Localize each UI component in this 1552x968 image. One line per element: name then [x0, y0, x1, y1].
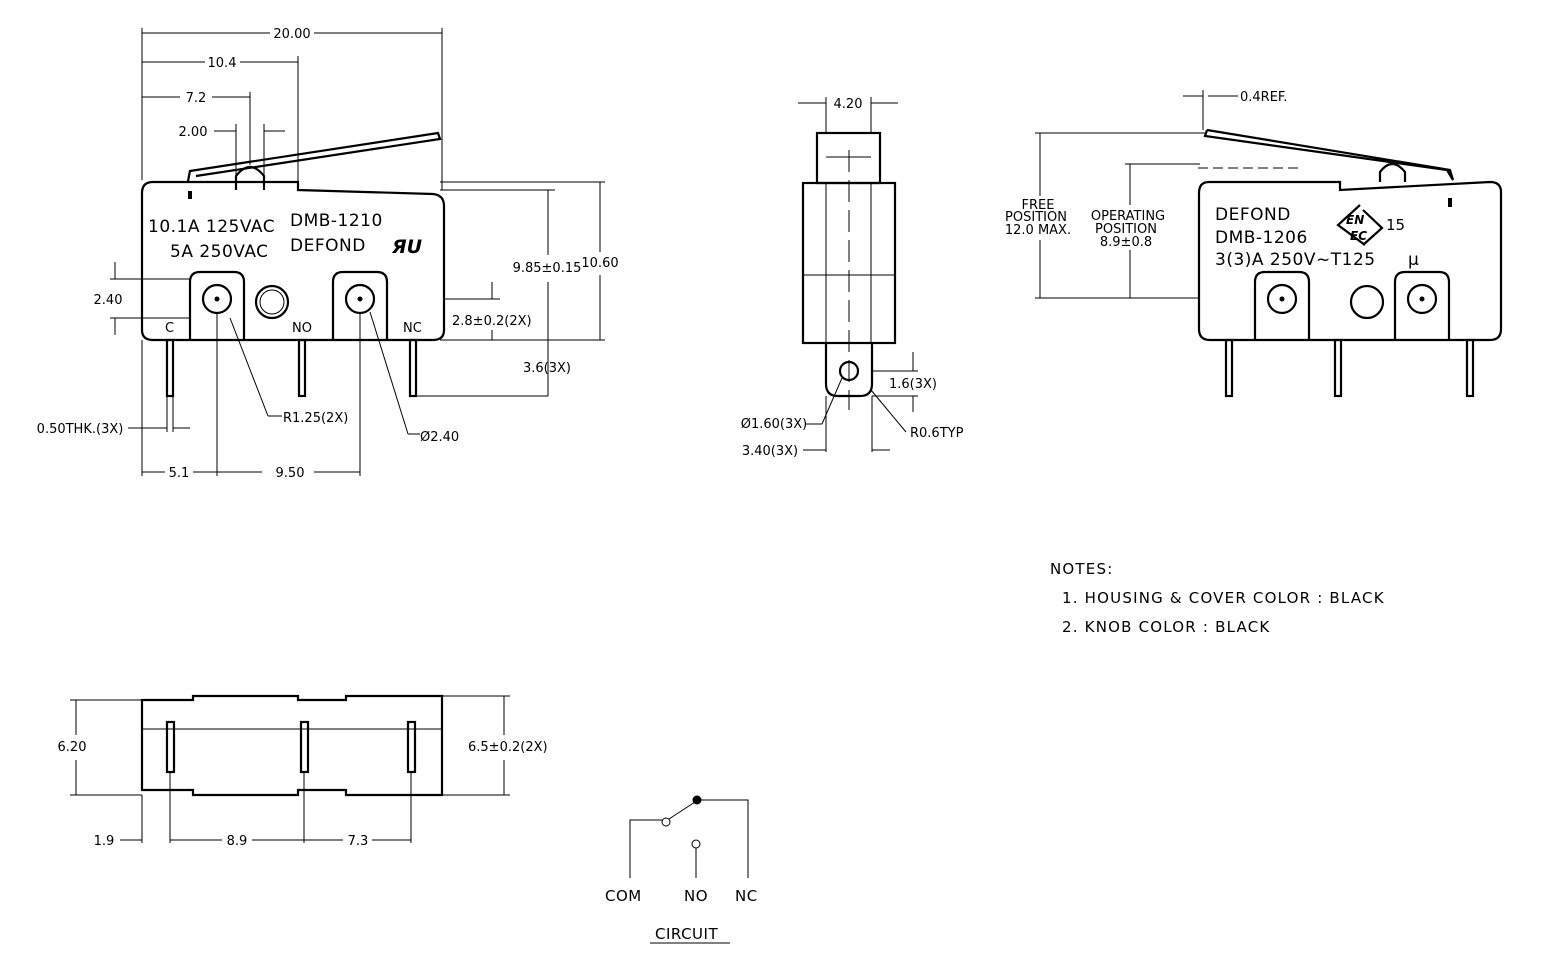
- circuit-com-label: COM: [605, 887, 642, 905]
- enec-logo: EN EC 15: [1336, 204, 1405, 246]
- front-view: 10.1A 125VAC 5A 250VAC DMB-1210 DEFOND Я…: [140, 131, 446, 398]
- front-lever: [186, 131, 442, 182]
- dim-lever-pivot: 10.4: [208, 56, 237, 71]
- side-view: [801, 131, 897, 410]
- dim-tab-width: 3.40(3X): [742, 444, 798, 459]
- dim-terminal-thickness: 0.50THK.(3X): [37, 422, 124, 437]
- dim-op-label-2: POSITION: [1095, 222, 1157, 237]
- back-lever: [1203, 128, 1455, 181]
- bottom-dimensions: 6.20 6.5±0.2(2X) 1.9 8.9 7.3: [58, 695, 548, 849]
- dim-side-width: 4.20: [834, 97, 863, 112]
- front-dimensions: 20.00 10.4 7.2 2.00 9.85±0.15 10.60 3.6(…: [37, 27, 619, 481]
- circuit-title: CIRCUIT: [655, 925, 718, 943]
- dim-actuator-width: 2.00: [179, 125, 208, 140]
- dim-free-label-3: 12.0 MAX.: [1005, 223, 1071, 238]
- rating-line-1: 10.1A 125VAC: [148, 217, 275, 237]
- terminal-no-label: NO: [292, 321, 312, 336]
- dim-op-label-3: 8.9±0.8: [1100, 235, 1152, 250]
- enec-logo-text-1: EN: [1346, 213, 1364, 227]
- note-item-1: 1. HOUSING & COVER COLOR : BLACK: [1062, 589, 1385, 607]
- dim-actuator-pos: 7.2: [186, 91, 207, 106]
- front-housing: [140, 180, 446, 342]
- dim-pitch-1: 8.9: [227, 834, 248, 849]
- dim-free-label-1: FREE: [1022, 198, 1055, 213]
- dim-offset-c: 5.1: [169, 466, 190, 481]
- dim-depth: 6.20: [58, 740, 87, 755]
- dim-op-label-1: OPERATING: [1091, 209, 1165, 224]
- terminal-c-label: C: [165, 321, 174, 336]
- circuit-no-label: NO: [684, 887, 708, 905]
- back-model-label: DMB-1206: [1215, 228, 1308, 248]
- dim-height: 10.60: [581, 256, 618, 271]
- circuit-diagram: COM NO NC CIRCUIT: [605, 795, 758, 944]
- back-brand-label: DEFOND: [1215, 205, 1291, 225]
- dim-hole-height: 2.40: [94, 293, 123, 308]
- model-label: DMB-1210: [290, 211, 383, 231]
- dim-hole-spacing: 9.50: [276, 466, 305, 481]
- dim-edge-offset: 1.9: [94, 834, 115, 849]
- enec-logo-text-2: EC: [1350, 229, 1367, 243]
- dim-lever-ref: 0.4REF.: [1240, 90, 1287, 105]
- side-dimensions: 4.20 1.6(3X) Ø1.60(3X) R0.6TYP 3.40(3X): [741, 97, 964, 459]
- back-rating-label: 3(3)A 250V~T125: [1215, 250, 1376, 270]
- back-dimensions: 0.4REF. FREE POSITION 12.0 MAX. OPERATIN…: [1005, 90, 1287, 299]
- brand-label: DEFOND: [290, 236, 366, 256]
- dim-height-tol: 9.85±0.15: [513, 261, 582, 276]
- notes: NOTES: 1. HOUSING & COVER COLOR : BLACK …: [1050, 560, 1385, 636]
- circuit-nc-label: NC: [735, 887, 758, 905]
- dim-hole-diameter: Ø2.40: [420, 430, 459, 445]
- note-item-2: 2. KNOB COLOR : BLACK: [1062, 618, 1270, 636]
- dim-pin-tol: 6.5±0.2(2X): [468, 740, 548, 755]
- terminal-nc-label: NC: [403, 321, 422, 336]
- back-housing: [1197, 180, 1503, 342]
- back-micro-symbol: μ: [1408, 250, 1419, 270]
- ul-mark: ЯU: [391, 236, 423, 258]
- back-view: DEFOND DMB-1206 3(3)A 250V~T125 μ EN EC …: [1197, 128, 1503, 398]
- notes-title: NOTES:: [1050, 560, 1113, 578]
- rating-line-2: 5A 250VAC: [170, 242, 269, 262]
- dim-side-radius: R0.6TYP: [910, 426, 964, 441]
- dim-free-label-2: POSITION: [1005, 210, 1067, 225]
- dim-terminal-spacing: 2.8±0.2(2X): [452, 314, 532, 329]
- dim-side-hole-diameter: Ø1.60(3X): [741, 417, 808, 432]
- dim-overall-width: 20.00: [273, 27, 310, 42]
- enec-logo-number: 15: [1386, 216, 1405, 234]
- dim-hole-center: 1.6(3X): [889, 377, 937, 392]
- dim-pitch-2: 7.3: [348, 834, 369, 849]
- dim-terminal-length: 3.6(3X): [523, 361, 571, 376]
- front-actuator: [234, 165, 266, 190]
- bottom-view: [140, 694, 444, 797]
- dim-radius: R1.25(2X): [283, 411, 348, 426]
